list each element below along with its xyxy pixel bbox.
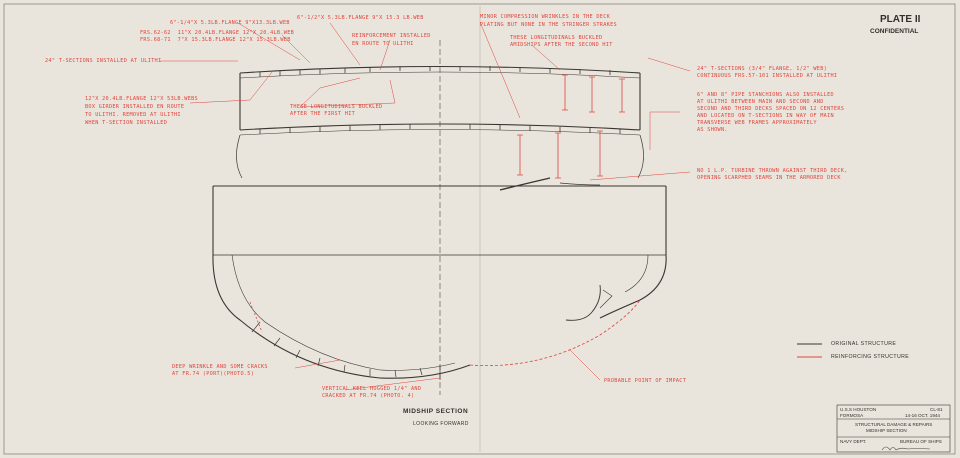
note-frames-68: FRS.68-71 7"X 15.3LB.FLANGE 12"X 15.3LB.…	[140, 37, 291, 43]
note-reinforcement-1: REINFORCEMENT INSTALLED	[352, 33, 431, 39]
inner-shell-port	[236, 134, 243, 179]
note-t-sections-continuous-2: CONTINUOUS FRS.57-101 INSTALLED AT ULITH…	[697, 73, 838, 79]
note-t-sections-continuous-1: 24" T-SECTIONS (3/4" FLANGE, 1/2" WEB)	[697, 66, 828, 72]
note-stanchions-4: AND LOCATED ON T-SECTIONS IN WAY OF MAIN	[697, 113, 834, 119]
drawing-title: MIDSHIP SECTION	[403, 408, 469, 415]
note-buckled-first-2: AFTER THE FIRST HIT	[290, 111, 356, 117]
note-keel-1: VERTICAL KEEL HOGGED 1/4" AND	[322, 386, 422, 392]
main-deck-longitudinals	[259, 66, 611, 77]
note-stanchions-3: SECOND AND THIRD DECKS SPACED ON 12 CENT…	[697, 106, 845, 112]
bottom-floors	[251, 321, 441, 380]
legend-original-label: ORIGINAL STRUCTURE	[831, 341, 897, 347]
sheet-border	[3, 3, 956, 455]
temporary-repair-line	[469, 299, 641, 366]
note-stanchions-1: 6" AND 8" PIPE STANCHIONS ALSO INSTALLED	[697, 92, 834, 98]
classification-label: CONFIDENTIAL	[870, 28, 919, 35]
note-stanchions-5: TRANSVERSE WEB FRAMES APPROXIMATELY	[697, 120, 817, 126]
inner-bottom-port	[231, 254, 456, 371]
damaged-shell-stbd	[565, 284, 601, 321]
title-block-frame	[836, 404, 951, 453]
stanchion-4	[562, 74, 568, 111]
note-buckled-second-2: AMIDSHIPS AFTER THE SECOND HIT	[510, 42, 613, 48]
note-t-sections-ulithi: 24" T-SECTIONS INSTALLED AT ULITHI	[45, 58, 162, 64]
note-wrinkles-1: MINOR COMPRESSION WRINKLES IN THE DECK	[480, 14, 611, 20]
second-deck	[239, 123, 641, 131]
plate-number: PLATE II	[880, 14, 921, 25]
note-stanchions-6: AS SHOWN.	[697, 127, 728, 133]
main-deck	[239, 65, 641, 74]
note-turbine-2: OPENING SCARPHED SEAMS IN THE ARMORED DE…	[697, 175, 841, 181]
hull-bottom-stbd	[599, 254, 667, 319]
titleblock-dept: NAVY DEPT.	[840, 439, 867, 444]
leader-lines	[160, 21, 691, 391]
stanchion-1	[517, 134, 523, 176]
note-box-girder-1: 12"X 20.4LB.FLANGE 12"X 53LB.WEBS	[85, 96, 198, 102]
second-deck-longitudinals	[259, 124, 621, 134]
titleblock-date: 14-16 OCT. 1944	[905, 413, 940, 418]
drawing-subtitle: LOOKING FORWARD	[413, 421, 469, 427]
note-box-girder-3: TO ULITHI. REMOVED AT ULITHI	[85, 112, 181, 118]
titleblock-desc-1: STRUCTURAL DAMAGE & REPAIRS	[855, 422, 933, 427]
note-buckled-second-1: THESE LONGITUDINALS BUCKLED	[510, 35, 603, 41]
titleblock-hull: CL-81	[930, 407, 943, 412]
stanchion-3	[597, 130, 603, 177]
titleblock-desc-2: MIDSHIP SECTION	[866, 428, 907, 433]
note-frames-62: FRS.62-62 11"X 20.4LB.FLANGE 12"X 20.4LB…	[140, 30, 295, 36]
hull-bottom-port	[212, 254, 471, 379]
note-box-girder-2: BOX GIRDER INSTALLED EN ROUTE	[85, 104, 185, 110]
note-keel-2: CRACKED AT FR.74 (PHOTO. 4)	[322, 393, 415, 399]
note-buckled-first-1: THESE LONGITUDINALS BUCKLED	[290, 104, 383, 110]
inner-shell-stbd	[637, 134, 644, 179]
stanchion-2	[555, 132, 561, 179]
note-deep-wrinkle-1: DEEP WRINKLE AND SOME CRACKS	[172, 364, 268, 370]
note-turbine-1: NO 1 L.P. TURBINE THROWN AGAINST THIRD D…	[697, 168, 848, 174]
inner-bottom-stbd	[624, 254, 649, 293]
reinforcing-structure	[249, 74, 641, 366]
deck-stiffener-line	[239, 71, 641, 79]
armored-deck-opening	[559, 182, 601, 186]
torn-plating	[599, 289, 613, 309]
titleblock-location: FORMOSA	[840, 413, 864, 418]
legend-reinforcing-label: REINFORCING STRUCTURE	[831, 354, 910, 360]
original-structure	[212, 65, 667, 379]
stanchion-6	[619, 78, 625, 113]
note-flange-1: 6"-1/4"X 5.3LB.FLANGE 9"X13.3LB.WEB	[170, 20, 290, 26]
note-flange-2: 6"-1/2"X 5.3LB.FLANGE 9"X 15.3 LB.WEB	[297, 15, 424, 21]
stanchion-5	[589, 76, 595, 113]
note-point-of-impact: PROBABLE POINT OF IMPACT	[604, 378, 687, 384]
note-stanchions-2: AT ULITHI BETWEEN MAIN AND SECOND AND	[697, 99, 824, 105]
second-deck-stiffener	[239, 129, 641, 136]
note-deep-wrinkle-2: AT FR.74 (PORT)(PHOTO.5)	[172, 371, 255, 377]
turbine-displaced-deck	[499, 177, 551, 191]
note-box-girder-4: WHEN T-SECTION INSTALLED	[85, 120, 168, 126]
note-reinforcement-2: EN ROUTE TO ULITHI	[352, 41, 414, 47]
titleblock-ship: U.S.S HOUSTON	[840, 407, 877, 412]
note-wrinkles-2: PLATING BUT NONE IN THE STRINGER STRAKES	[480, 22, 617, 28]
titleblock-bureau: BUREAU OF SHIPS	[900, 439, 942, 444]
